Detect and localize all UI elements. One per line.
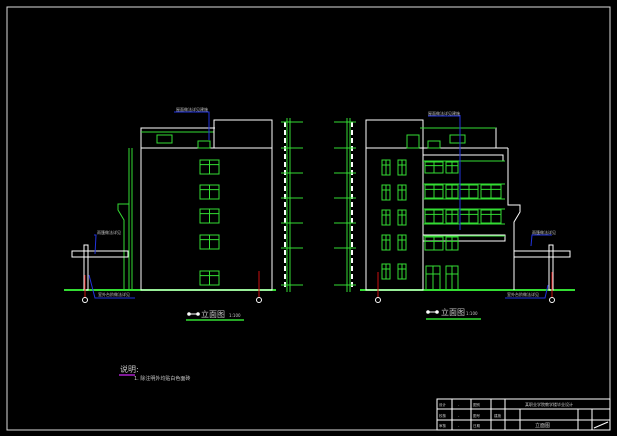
elevation-scale: 1:100 — [229, 313, 241, 318]
svg-text:雨篷做法详见: 雨篷做法详见 — [97, 229, 121, 235]
window — [197, 140, 211, 149]
window — [156, 134, 173, 144]
main-body — [365, 119, 424, 291]
axis-bubble — [256, 297, 262, 303]
right-elevation: 屋面做法详见建施 雨篷做法详见 室外台阶做法详见 — [334, 110, 575, 303]
elevation-title: 立面图 — [201, 309, 225, 319]
svg-text:室外台阶做法详见: 室外台阶做法详见 — [507, 291, 539, 297]
axis-bubble — [82, 297, 88, 303]
notes: 说明: 1. 除注明外均贴白色面砖 — [119, 364, 190, 382]
svg-text:-: - — [458, 424, 460, 428]
main-body — [140, 147, 273, 291]
leader-line — [88, 274, 135, 299]
left-elevation-title: 立面图 1:100 — [186, 309, 244, 321]
drawing-name: 立面图 — [535, 422, 550, 429]
svg-text:图号: 图号 — [473, 413, 481, 418]
left-elevation: 屋面做法详见建施 雨篷做法详见 室外台阶做法详见 — [64, 106, 303, 303]
svg-text:建施: 建施 — [494, 413, 502, 418]
canopy-post — [548, 244, 554, 291]
canopy — [71, 250, 129, 258]
svg-text:-: - — [458, 414, 460, 418]
svg-text:屋面做法详见建施: 屋面做法详见建施 — [176, 106, 208, 112]
right-elevation-title: 立面图 1:100 — [426, 307, 481, 320]
elevation-scale: 1:100 — [466, 311, 478, 316]
svg-text:雨篷做法详见: 雨篷做法详见 — [532, 229, 556, 235]
canopy — [513, 250, 571, 258]
elevation-title: 立面图 — [441, 307, 465, 317]
canopy-post — [83, 244, 89, 291]
notes-heading: 说明: — [120, 364, 139, 374]
stair-tower — [213, 119, 273, 149]
svg-text:-: - — [458, 403, 460, 407]
note-item: 1. 除注明外均贴白色面砖 — [134, 375, 190, 382]
title-block: 设计 校核 审核 图别 图号 日期 - - - 建施 某职业学院教学楼毕业设计 … — [436, 398, 611, 431]
svg-text:室外台阶做法详见: 室外台阶做法详见 — [98, 291, 130, 297]
svg-text:设计: 设计 — [439, 402, 447, 407]
leader-line — [174, 111, 210, 140]
axis-bubble — [549, 297, 555, 303]
svg-text:屋面做法详见建施: 屋面做法详见建施 — [428, 110, 460, 116]
svg-text:校核: 校核 — [439, 413, 447, 418]
svg-text:日期: 日期 — [473, 423, 481, 428]
svg-text:审核: 审核 — [439, 423, 447, 428]
svg-text:图别: 图别 — [473, 402, 481, 407]
drawing-frame — [6, 6, 611, 431]
project-name: 某职业学院教学楼毕业设计 — [525, 401, 573, 407]
axis-bubble — [375, 297, 381, 303]
leader-line — [94, 234, 97, 255]
